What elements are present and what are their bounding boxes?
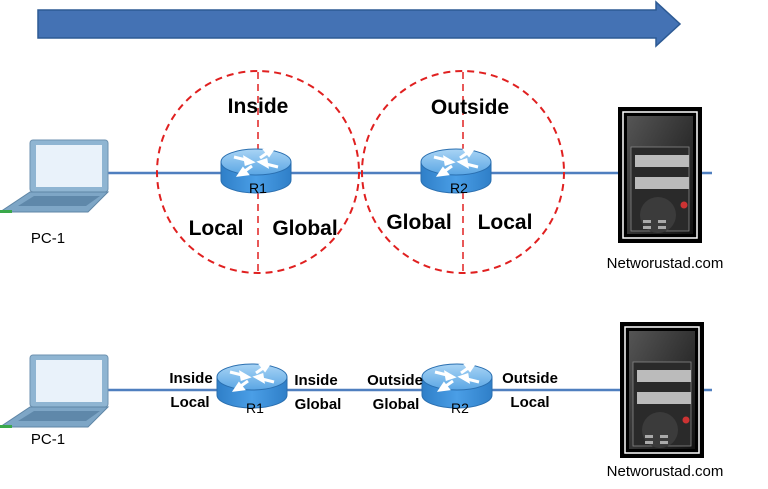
bottom-pc-label: PC-1 (31, 431, 65, 448)
inside-zone-label: Inside (228, 95, 289, 118)
top-r1-name: R1 (249, 180, 267, 196)
bottom-r1-name: R1 (246, 400, 264, 416)
outside-local-line1: Outside (502, 370, 558, 387)
inside-zone-circle (156, 70, 360, 274)
inside-local-line1: Inside (169, 370, 212, 387)
outside-local-label: Local (478, 211, 533, 234)
outside-zone-label: Outside (431, 96, 509, 119)
top-pc-laptop-icon (0, 139, 109, 214)
inside-local-line2: Local (170, 394, 209, 411)
top-r2-name: R2 (450, 180, 468, 196)
top-server-icon (617, 106, 703, 244)
flow-arrow (37, 0, 682, 48)
inside-local-label: Local (189, 217, 244, 240)
inside-global-label: Global (272, 217, 337, 240)
bottom-server-icon (619, 321, 705, 459)
top-server-label: Networustad.com (607, 255, 724, 272)
outside-global-line2: Global (373, 396, 420, 413)
bottom-pc-laptop-icon (0, 354, 109, 429)
outside-global-label: Global (386, 211, 451, 234)
outside-zone-circle (361, 70, 565, 274)
outside-local-line2: Local (510, 394, 549, 411)
top-pc-label: PC-1 (31, 230, 65, 247)
inside-global-line1: Inside (294, 372, 337, 389)
outside-global-line1: Outside (367, 372, 423, 389)
inside-global-line2: Global (295, 396, 342, 413)
bottom-server-label: Networustad.com (607, 463, 724, 480)
bottom-r2-name: R2 (451, 400, 469, 416)
